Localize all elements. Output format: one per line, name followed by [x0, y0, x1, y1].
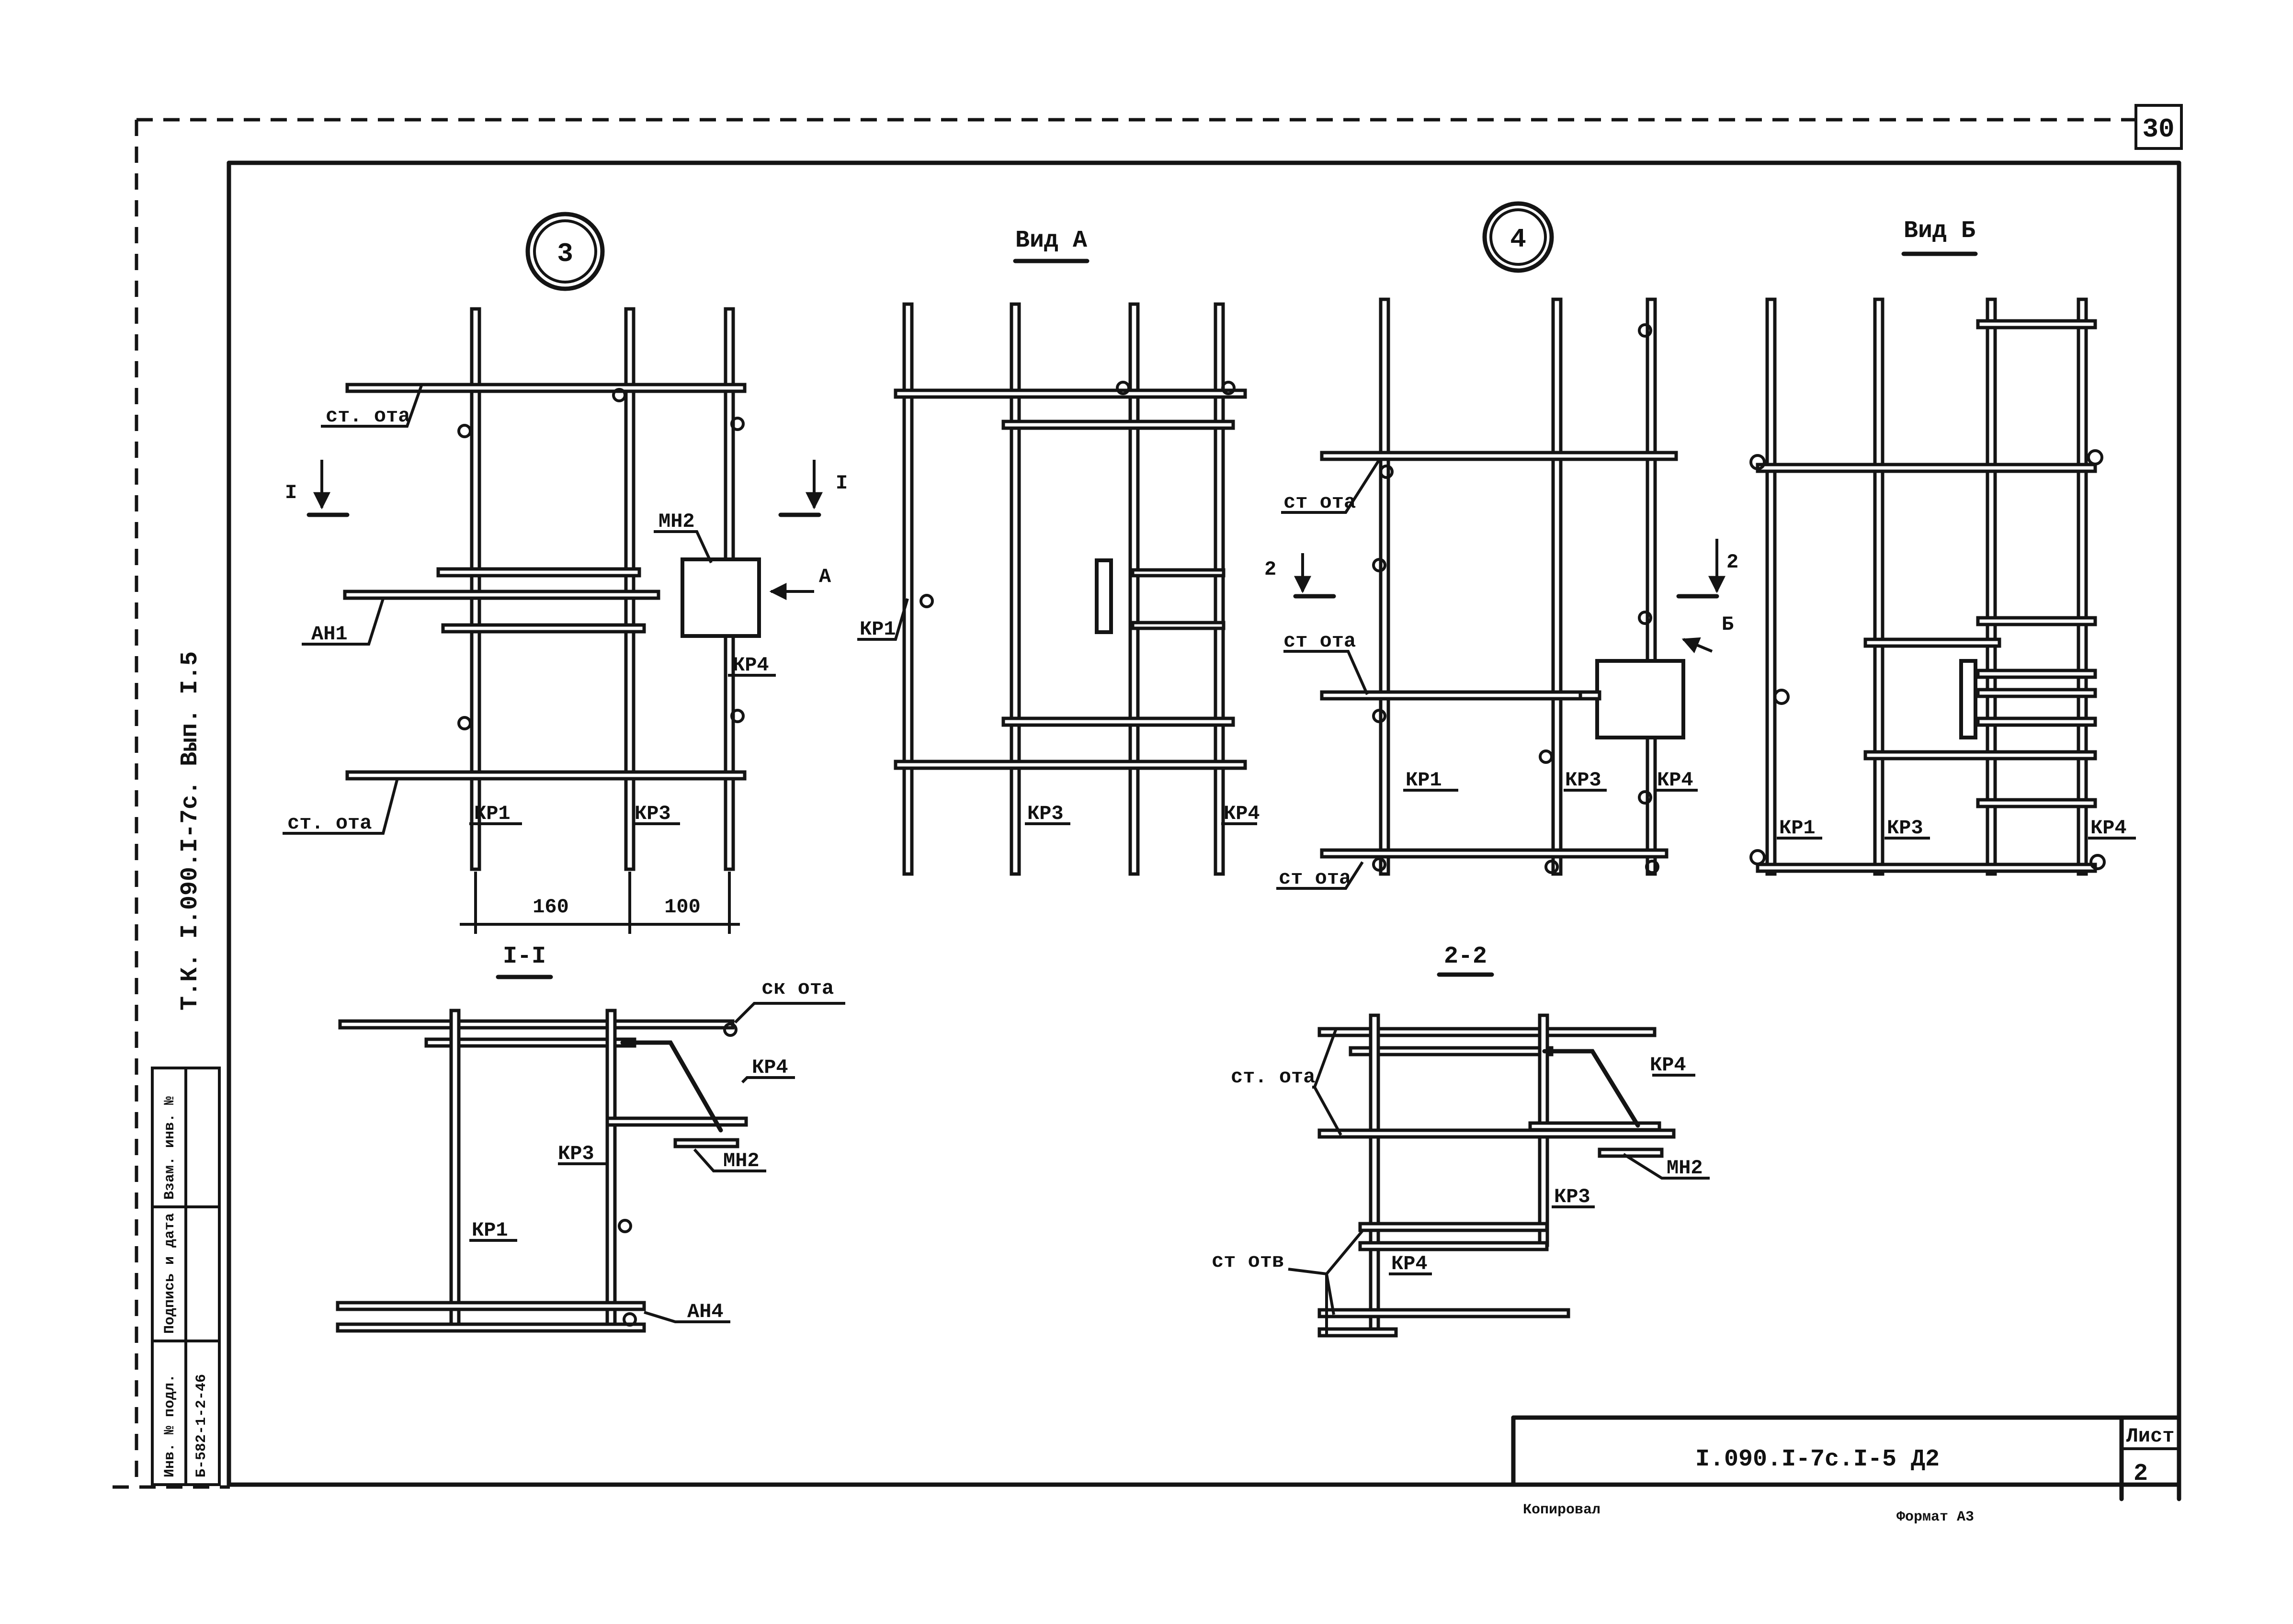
label-st-ota-4-mid: ст ота	[1283, 630, 1356, 653]
label-kr3-view-b: КР3	[1887, 817, 1923, 840]
view-b-title: Вид Б	[1904, 217, 1975, 245]
label-st-ota-bottom: ст. ота	[287, 812, 372, 835]
label-kr1-view-b: КР1	[1779, 817, 1816, 840]
side-stamp: Т.К. I.090.I-7с. Вып. I.5 Инв. № подл. Б…	[151, 651, 221, 1486]
label-st-ota-4-top: ст ота	[1283, 491, 1356, 514]
view-a-title: Вид А	[1015, 227, 1087, 254]
sheet-format: Формат А3	[1896, 1509, 1974, 1525]
page-number: 30	[2142, 114, 2174, 145]
section-1-title: I-I	[503, 943, 546, 970]
label-kr3-view-a: КР3	[1027, 802, 1064, 825]
page-number-box: 30	[2134, 104, 2183, 150]
view-a: Вид А КР1 КР3 КР4	[857, 227, 1260, 876]
stamp-col3-head: Взам. инв. №	[162, 1096, 178, 1200]
label-kr4-sec-2-low: КР4	[1391, 1252, 1428, 1275]
label-kr4-view-a: КР4	[1224, 802, 1260, 825]
view-b: Вид Б КР1 КР3 КР4	[1749, 217, 2136, 876]
view-arrow-a: А	[819, 565, 831, 588]
title-block: I.090.I-7с.I-5 Д2 Лист 2 Копировал Форма…	[1511, 1415, 2181, 1525]
label-kr1: КР1	[474, 802, 511, 825]
label-kr1-node-4: КР1	[1406, 769, 1442, 792]
section-2-title: 2-2	[1444, 943, 1487, 970]
label-an4: АН4	[687, 1300, 724, 1323]
section-2-2: 2-2 ст. ота КР4 КР3 МН2 КР4 ст отв	[1212, 943, 1710, 1338]
view-arrow-b: Б	[1722, 613, 1734, 636]
outer-frame	[113, 118, 2136, 1489]
label-kr1-sec-1: КР1	[472, 1219, 508, 1242]
dimension-100: 100	[664, 896, 701, 919]
label-kr4-node-4: КР4	[1657, 769, 1693, 792]
label-mn2: МН2	[658, 510, 695, 533]
label-kr4-view-b: КР4	[2090, 817, 2127, 840]
copied-by: Копировал	[1523, 1502, 1601, 1518]
cut-mark-1-right: I	[836, 472, 848, 495]
section-1-1: I-I ск ота КР4 КР3 МН2 КР1 АН4	[336, 943, 845, 1333]
stamp-col2-head: Подпись и дата	[162, 1213, 178, 1334]
label-st-ota-sec-2-top: ст. ота	[1231, 1066, 1315, 1089]
label-kr1-view-a: КР1	[860, 618, 896, 641]
sheet-number: 2	[2134, 1460, 2148, 1488]
cut-mark-2-left: 2	[1264, 558, 1276, 581]
node-3-number: 3	[557, 238, 573, 269]
stamp-col1-value: Б-582-1-2-46	[193, 1374, 210, 1477]
label-kr4: КР4	[733, 654, 769, 677]
label-st-ota-sec-2-bottom: ст отв	[1212, 1250, 1284, 1273]
stamp-col1-head: Инв. № подл.	[162, 1374, 178, 1477]
sheet-label: Лист	[2126, 1425, 2175, 1448]
cut-mark-1-left: I	[285, 481, 297, 504]
label-st-ota-top: ст. ота	[326, 405, 410, 428]
node-3-plan: 3 ст. ота АН1 ст. ота МН2 КР4 КР1 КР3	[283, 212, 848, 934]
label-mn2-sec-1: МН2	[723, 1149, 760, 1172]
document-code: I.090.I-7с.I-5 Д2	[1695, 1446, 1940, 1473]
label-an1: АН1	[311, 623, 348, 646]
label-kr4-sec-1: КР4	[752, 1056, 788, 1079]
node-4-plan: 4 ст ота ст ота ст ота КР1 КР3 КР4 2	[1264, 201, 1738, 890]
node-4-number: 4	[1510, 224, 1526, 255]
label-kr3-node-4: КР3	[1565, 769, 1601, 792]
label-kr3-sec-1: КР3	[558, 1142, 594, 1165]
dimension-160: 160	[533, 896, 569, 919]
label-kr3: КР3	[635, 802, 671, 825]
label-kr3-sec-2: КР3	[1554, 1185, 1590, 1208]
series-stamp: Т.К. I.090.I-7с. Вып. I.5	[177, 651, 204, 1011]
inner-frame	[227, 160, 2181, 1501]
label-sk-ota: ск ота	[761, 977, 834, 1000]
label-kr4-sec-2: КР4	[1650, 1054, 1686, 1077]
label-st-ota-4-bottom: ст ота	[1279, 867, 1351, 890]
label-mn2-sec-2: МН2	[1667, 1157, 1703, 1180]
cut-mark-2-right: 2	[1726, 551, 1738, 574]
